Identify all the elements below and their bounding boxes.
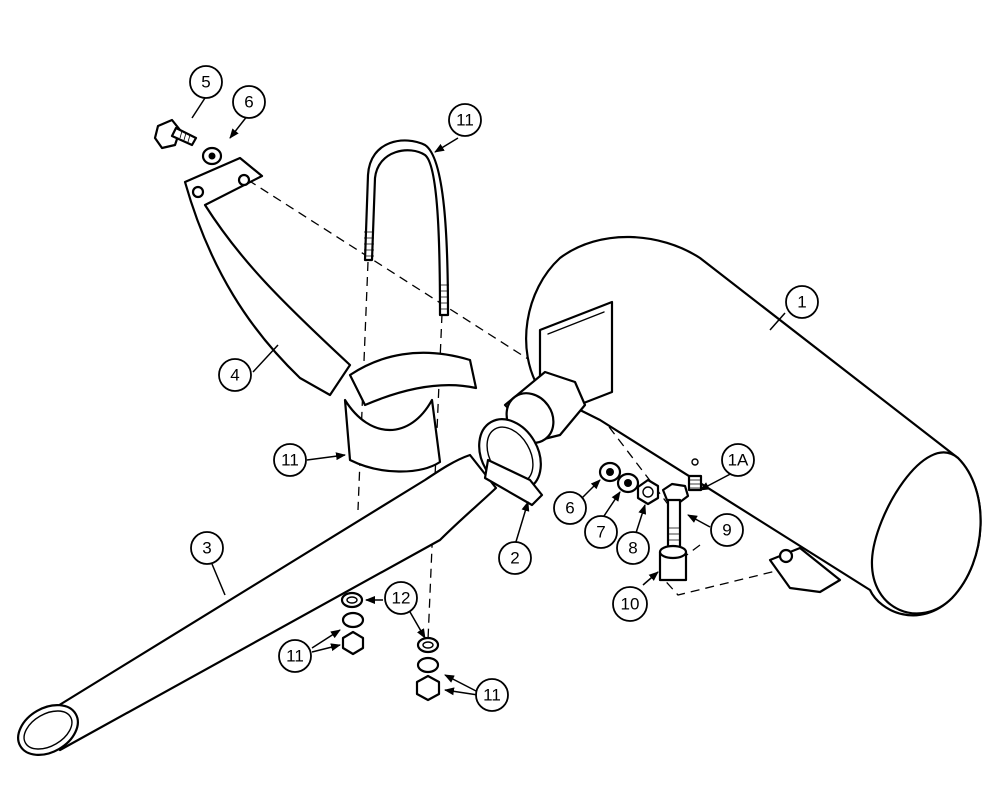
- callout-4: 4: [218, 358, 252, 392]
- svg-text:11: 11: [281, 451, 299, 470]
- leader-lines: [191, 97, 786, 696]
- svg-text:8: 8: [628, 539, 637, 558]
- callout-5: 5: [189, 65, 223, 99]
- muffler: [503, 235, 982, 617]
- svg-text:1: 1: [797, 293, 806, 312]
- svg-text:2: 2: [510, 549, 519, 568]
- callout-11-top: 11: [448, 103, 482, 137]
- mounting-hardware-right: [598, 461, 660, 506]
- callout-6-top: 6: [232, 85, 266, 119]
- svg-text:11: 11: [483, 686, 501, 705]
- svg-text:1A: 1A: [728, 451, 749, 470]
- callout-11-bottom-left: 11: [278, 639, 312, 673]
- callout-9: 9: [710, 513, 744, 547]
- callout-8: 8: [616, 531, 650, 565]
- callout-12: 12: [384, 581, 418, 615]
- svg-text:10: 10: [621, 595, 640, 614]
- svg-text:12: 12: [392, 589, 411, 608]
- svg-text:11: 11: [456, 111, 474, 130]
- bolt-and-washer-top: [153, 118, 223, 166]
- svg-text:3: 3: [202, 539, 211, 558]
- svg-text:4: 4: [230, 366, 239, 385]
- svg-text:6: 6: [565, 499, 574, 518]
- callout-3: 3: [190, 531, 224, 565]
- svg-text:11: 11: [286, 647, 304, 666]
- svg-text:5: 5: [201, 73, 210, 92]
- exhaust-bracket: [183, 156, 352, 397]
- band-clamp: [478, 418, 544, 507]
- callout-11-bottom-right: 11: [475, 678, 509, 712]
- pipe-clamp-saddle: [343, 351, 478, 473]
- callout-2: 2: [498, 541, 532, 575]
- svg-text:7: 7: [596, 523, 605, 542]
- callout-1a: 1A: [721, 443, 755, 477]
- callout-7: 7: [584, 515, 618, 549]
- exhaust-pipe: [17, 453, 498, 756]
- u-bolt: [363, 139, 450, 317]
- callout-1: 1: [785, 285, 819, 319]
- svg-text:9: 9: [722, 521, 731, 540]
- callout-11-left: 11: [273, 443, 307, 477]
- svg-text:6: 6: [244, 93, 253, 112]
- callout-10: 10: [612, 586, 648, 622]
- bolt-and-spacer: [658, 482, 690, 582]
- ubolt-nuts-washers: [340, 591, 441, 702]
- callout-6-right: 6: [553, 491, 587, 525]
